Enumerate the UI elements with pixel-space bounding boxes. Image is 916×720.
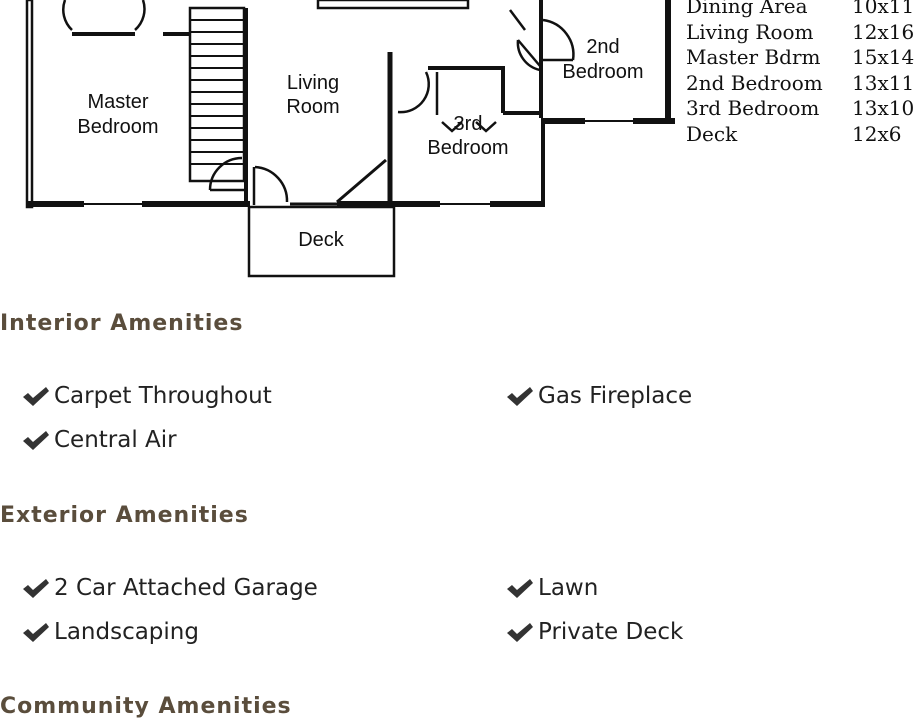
dimension-row: 2nd Bedroom 13x11 bbox=[686, 71, 914, 97]
amenity-item: Carpet Throughout bbox=[22, 383, 272, 409]
room-size: 13x10 bbox=[852, 96, 915, 120]
room-name: 2nd Bedroom bbox=[686, 70, 823, 95]
amenity-label: Lawn bbox=[538, 575, 599, 601]
amenity-label: Central Air bbox=[54, 427, 177, 453]
dimension-row: Living Room 12x16 bbox=[686, 20, 914, 46]
stair-treads bbox=[190, 19, 244, 165]
room-name: 3rd Bedroom bbox=[686, 96, 820, 120]
amenity-label: Carpet Throughout bbox=[54, 383, 272, 409]
checkmark-icon bbox=[23, 387, 49, 406]
amenity-item: Lawn bbox=[506, 575, 598, 601]
room-size: 13x11 bbox=[852, 70, 915, 95]
checkmark-icon bbox=[507, 387, 533, 406]
room-dimensions-table: Dining Area 10x11 Living Room 12x16 Master… bbox=[686, 0, 914, 147]
amenity-item: Private Deck bbox=[506, 619, 683, 645]
room-name: Dining Area bbox=[686, 0, 808, 18]
dimension-row: Master Bdrm 15x14 bbox=[686, 45, 914, 71]
amenity-label: 2 Car Attached Garage bbox=[54, 575, 318, 601]
checkmark-icon bbox=[507, 579, 533, 598]
amenity-label: Landscaping bbox=[54, 619, 199, 645]
community-amenities-heading: Community Amenities bbox=[0, 694, 292, 719]
checkmark-icon bbox=[23, 623, 49, 642]
amenity-label: Gas Fireplace bbox=[538, 383, 693, 409]
amenity-item: Central Air bbox=[22, 427, 177, 453]
room-label-deck: Deck bbox=[298, 229, 345, 251]
checkmark-icon bbox=[507, 623, 533, 642]
dimension-row: Dining Area 10x11 bbox=[686, 0, 914, 20]
room-name: Deck bbox=[686, 121, 738, 146]
amenity-item: Gas Fireplace bbox=[506, 383, 692, 409]
room-size: 10x11 bbox=[852, 0, 915, 18]
room-size: 15x14 bbox=[852, 45, 915, 69]
amenity-label: Private Deck bbox=[538, 619, 684, 645]
room-size: 12x6 bbox=[852, 121, 902, 146]
checkmark-icon bbox=[23, 431, 49, 450]
checkmark-icon bbox=[23, 579, 49, 598]
amenity-item: 2 Car Attached Garage bbox=[22, 575, 318, 601]
interior-amenities-heading: Interior Amenities bbox=[0, 311, 244, 336]
exterior-amenities-heading: Exterior Amenities bbox=[0, 503, 249, 528]
room-name: Master Bdrm bbox=[686, 45, 821, 69]
amenity-item: Landscaping bbox=[22, 619, 199, 645]
dimension-row: Deck 12x6 bbox=[686, 122, 914, 148]
room-size: 12x16 bbox=[852, 19, 915, 44]
room-name: Living Room bbox=[686, 19, 814, 44]
dimension-row: 3rd Bedroom 13x10 bbox=[686, 96, 914, 122]
